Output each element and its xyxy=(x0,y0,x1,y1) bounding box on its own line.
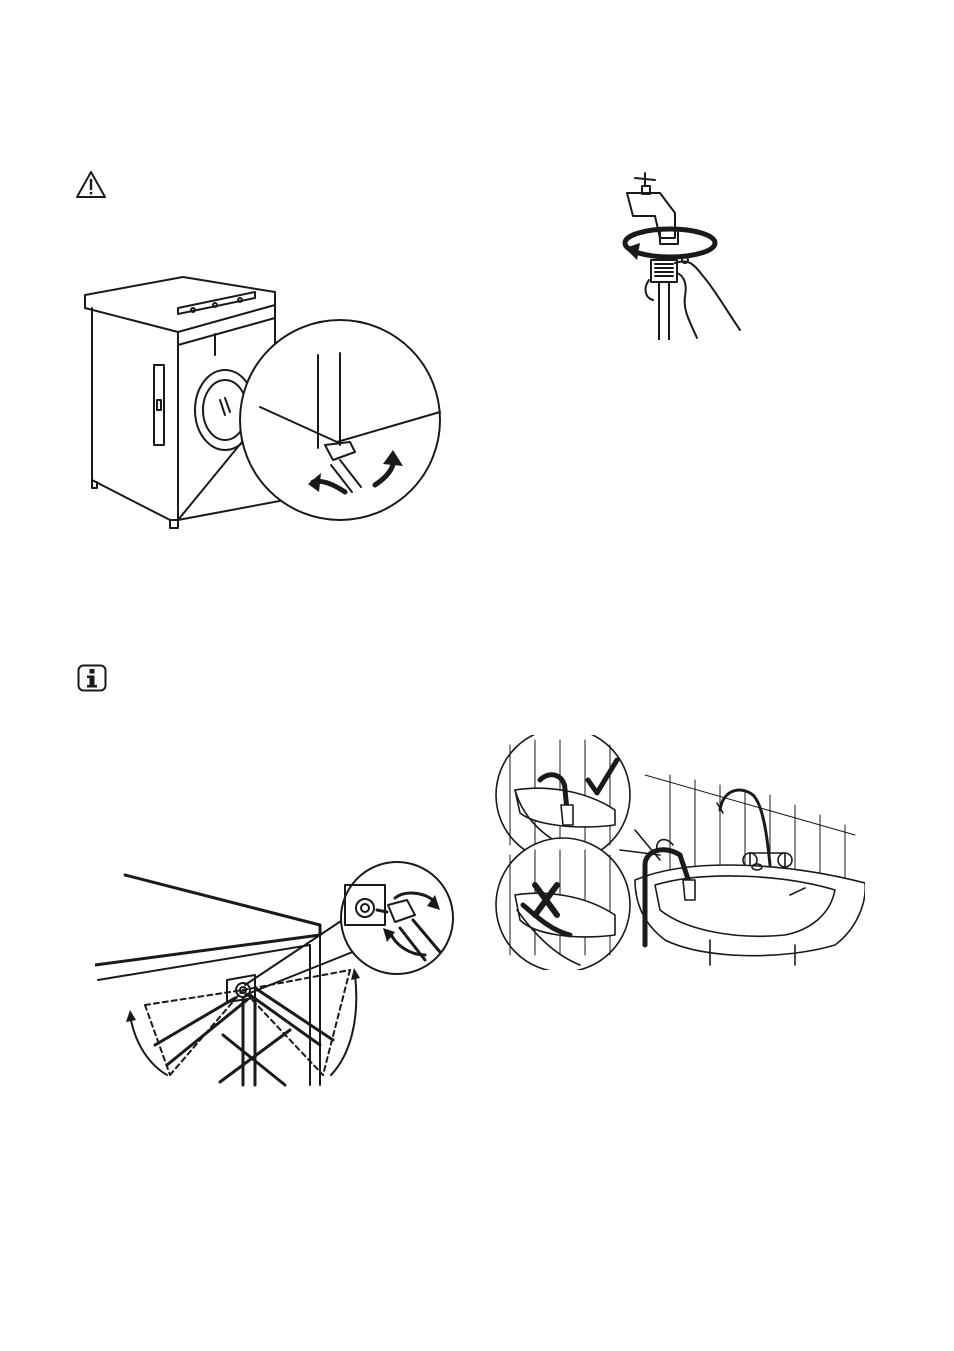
information-icon xyxy=(77,664,107,692)
inlet-hose-angle-figure xyxy=(95,860,460,1090)
tap-connection-figure xyxy=(615,168,745,340)
warning-triangle-icon xyxy=(75,170,107,200)
drain-hose-sink-figure xyxy=(495,735,865,970)
washer-leveling-figure xyxy=(75,270,455,535)
